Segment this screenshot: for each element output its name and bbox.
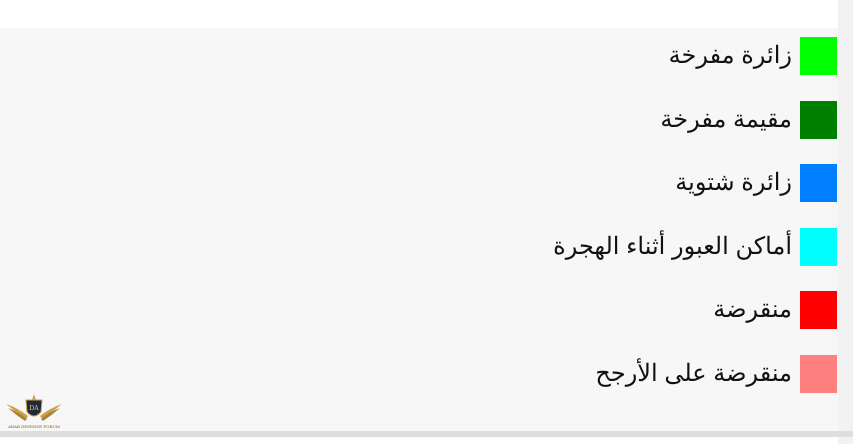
map-legend: زائرة مفرخة مقيمة مفرخة زائرة شتوية أماك… [553,37,837,418]
legend-label: أماكن العبور أثناء الهجرة [553,232,792,260]
legend-panel [0,28,853,431]
legend-label: مقيمة مفرخة [660,105,792,133]
legend-item: أماكن العبور أثناء الهجرة [553,227,837,266]
legend-item: منقرضة [553,291,837,329]
right-strip [838,0,853,444]
legend-label: زائرة مفرخة [668,42,792,69]
legend-item: مقيمة مفرخة [553,100,837,139]
legend-swatch [800,100,837,139]
legend-swatch [800,37,837,75]
top-band [0,0,838,28]
legend-item: زائرة شتوية [553,164,837,202]
logo-caption: ARAB DEFENSE FORUM [8,424,60,429]
legend-swatch [800,354,837,393]
legend-item: منقرضة على الأرجح [553,354,837,393]
legend-label: منقرضة على الأرجح [595,359,792,387]
legend-swatch [800,227,837,266]
winged-shield-icon: DA [6,394,62,421]
logo-mark: DA [29,405,39,412]
legend-item: زائرة مفرخة [553,37,837,75]
legend-swatch [800,164,837,202]
legend-label: زائرة شتوية [675,169,792,196]
bottom-divider [0,431,853,437]
legend-label: منقرضة [713,296,792,323]
legend-swatch [800,291,837,329]
watermark-logo: DA ARAB DEFENSE FORUM [4,394,64,442]
